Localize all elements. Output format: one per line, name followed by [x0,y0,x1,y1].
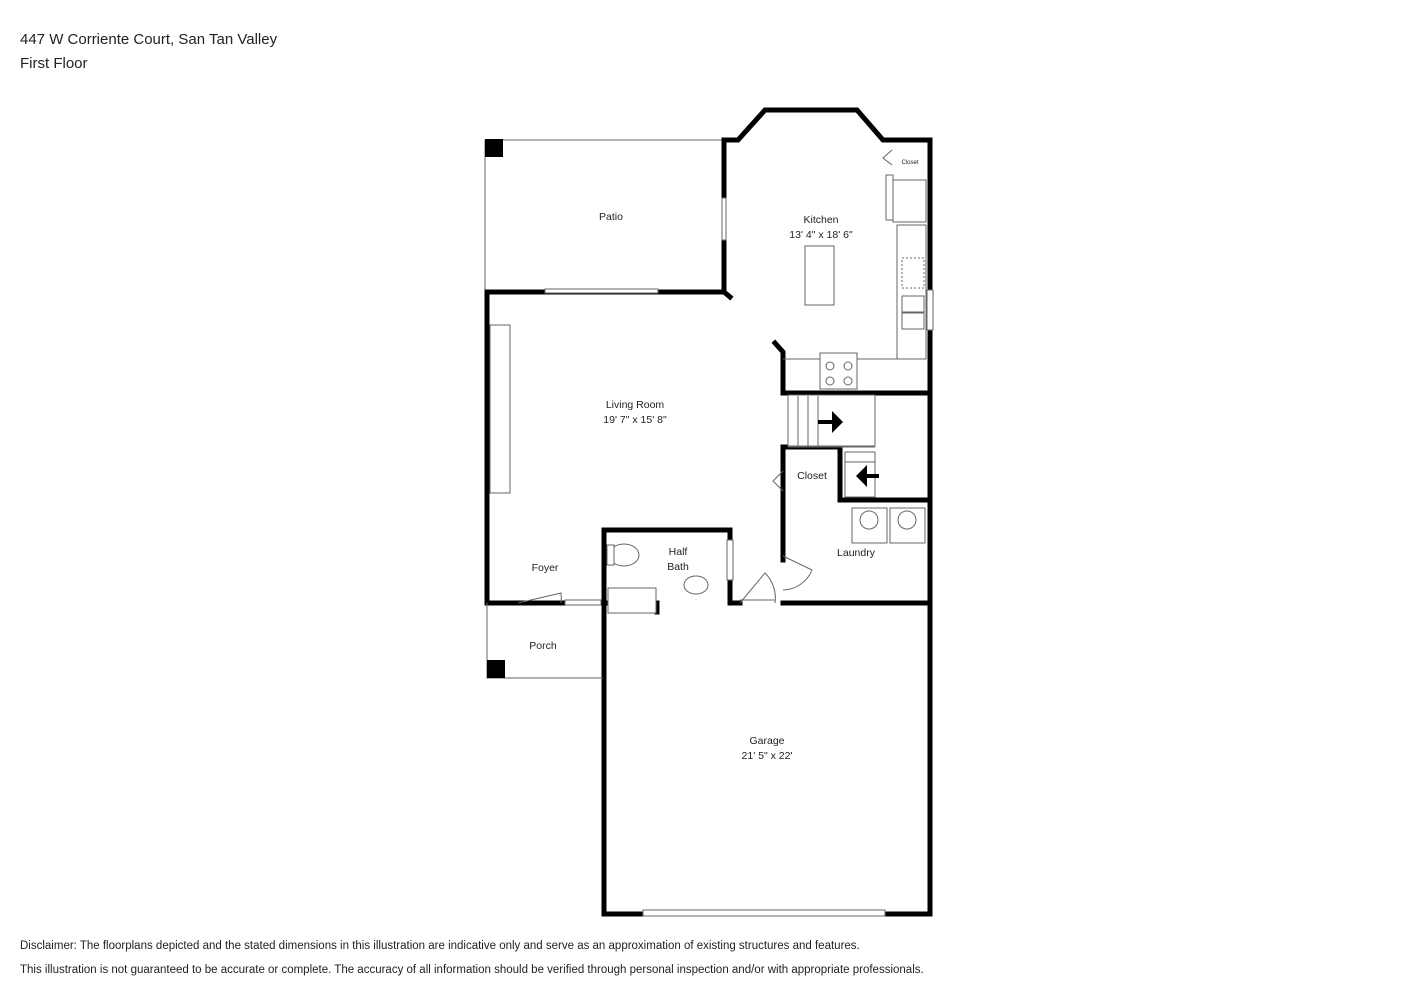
porch-column [487,660,505,678]
half-bath-label-line1: Half [669,546,688,558]
disclaimer-line-2: This illustration is not guaranteed to b… [20,964,924,976]
closet-label: Closet [797,470,827,482]
living-room-dimensions: 19' 7" x 15' 8" [603,414,667,426]
garage-label: Garage [749,735,784,747]
foyer-door [517,592,562,604]
foyer-label: Foyer [532,562,559,574]
patio-area [484,139,724,292]
porch-label: Porch [529,640,557,652]
interior-lines [486,174,934,917]
kitchen-closet-label: Closet [901,160,918,166]
laundry-label: Laundry [837,547,876,559]
kitchen-dimensions: 13' 4" x 18' 6" [789,229,853,241]
bath-door [739,572,776,604]
half-bath-label-line2: Bath [667,561,689,573]
doors [517,149,893,604]
living-room-label: Living Room [606,399,665,411]
arrow-left-icon [856,465,879,487]
floor-title: First Floor [20,55,88,72]
plan-address: 447 W Corriente Court, San Tan Valley [20,31,278,48]
arrow-right-icon [818,411,843,433]
patio-column [485,139,503,157]
patio-label: Patio [599,211,623,223]
stairs-arrows [818,411,879,487]
disclaimer-line-1: Disclaimer: The floorplans depicted and … [20,940,860,952]
kitchen-island [804,245,835,306]
closet-door [772,470,784,492]
kitchen-label: Kitchen [803,214,838,226]
garage-dimensions: 21' 5" x 22' [742,750,793,762]
laundry-door [782,555,813,591]
kitchen-closet-door [882,149,893,166]
